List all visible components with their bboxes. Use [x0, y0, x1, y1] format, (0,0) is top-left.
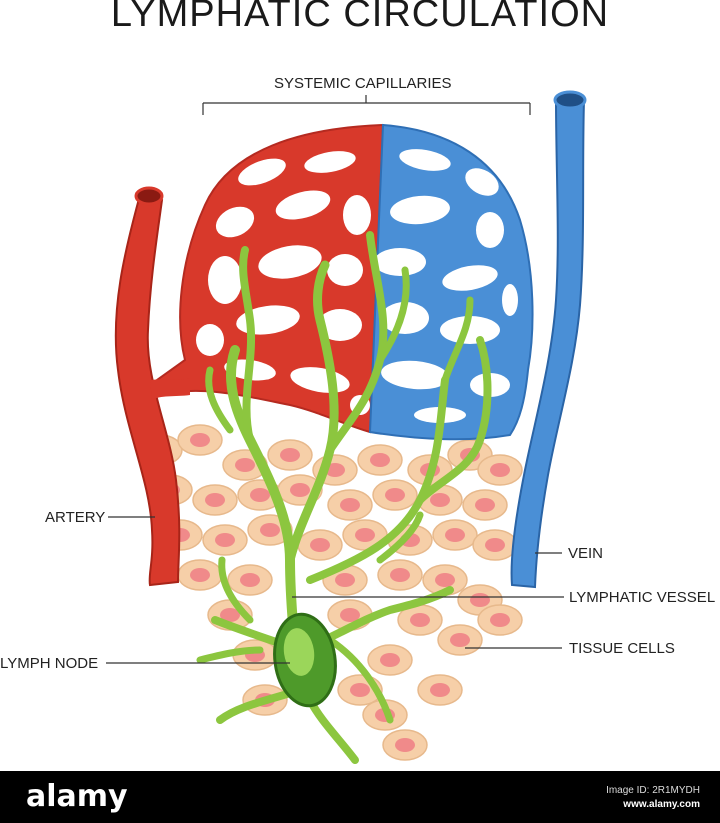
cell-nucleus [430, 493, 450, 507]
cell-nucleus [310, 538, 330, 552]
venous-capillaries [368, 123, 534, 441]
cell-nucleus [350, 683, 370, 697]
cell-nucleus [485, 538, 505, 552]
cell-nucleus [205, 493, 225, 507]
cell-nucleus [335, 573, 355, 587]
label-vein: VEIN [568, 545, 604, 562]
cell-nucleus [385, 488, 405, 502]
cell-nucleus [240, 573, 260, 587]
diagram-title: LYMPHATIC CIRCULATION [110, 0, 610, 35]
image-id: Image ID: 2R1MYDH [606, 785, 700, 796]
cell-nucleus [215, 533, 235, 547]
cell-nucleus [380, 653, 400, 667]
cell-nucleus [325, 463, 345, 477]
cell-nucleus [445, 528, 465, 542]
label-lymphatic-vessel: LYMPHATIC VESSEL [569, 589, 716, 606]
cell-nucleus [220, 608, 240, 622]
tissue-cells-group [137, 424, 523, 761]
label-systemic-capillaries: SYSTEMIC CAPILLARIES [274, 75, 452, 92]
cell-nucleus [260, 523, 280, 537]
cell-nucleus [235, 458, 255, 472]
footer-bar: alamy Image ID: 2R1MYDH www.alamy.com [0, 771, 720, 823]
cell-nucleus [395, 738, 415, 752]
cell-nucleus [470, 593, 490, 607]
alamy-logo[interactable]: alamy [26, 779, 128, 814]
label-lymph-node: LYMPH NODE [0, 655, 99, 672]
lymph-node-shape [273, 612, 337, 708]
label-artery: ARTERY [45, 509, 106, 526]
leader-lines [106, 516, 564, 664]
lymphatic-circulation-illustration [106, 90, 587, 764]
capillaries-bracket [202, 95, 531, 115]
cell-nucleus [190, 568, 210, 582]
label-tissue-cells: TISSUE CELLS [569, 640, 675, 657]
cell-nucleus [475, 498, 495, 512]
cell-nucleus [410, 613, 430, 627]
cell-nucleus [340, 608, 360, 622]
cell-nucleus [370, 453, 390, 467]
cell-nucleus [250, 488, 270, 502]
cell-nucleus [490, 463, 510, 477]
cell-nucleus [490, 613, 510, 627]
artery-vessel [114, 186, 190, 587]
vein-vessel [510, 90, 587, 589]
cell-nucleus [430, 683, 450, 697]
cell-nucleus [435, 573, 455, 587]
footer-url[interactable]: www.alamy.com [623, 799, 700, 810]
cell-nucleus [450, 633, 470, 647]
cell-nucleus [355, 528, 375, 542]
cell-nucleus [390, 568, 410, 582]
cell-nucleus [340, 498, 360, 512]
cell-nucleus [280, 448, 300, 462]
cell-nucleus [290, 483, 310, 497]
cell-nucleus [190, 433, 210, 447]
